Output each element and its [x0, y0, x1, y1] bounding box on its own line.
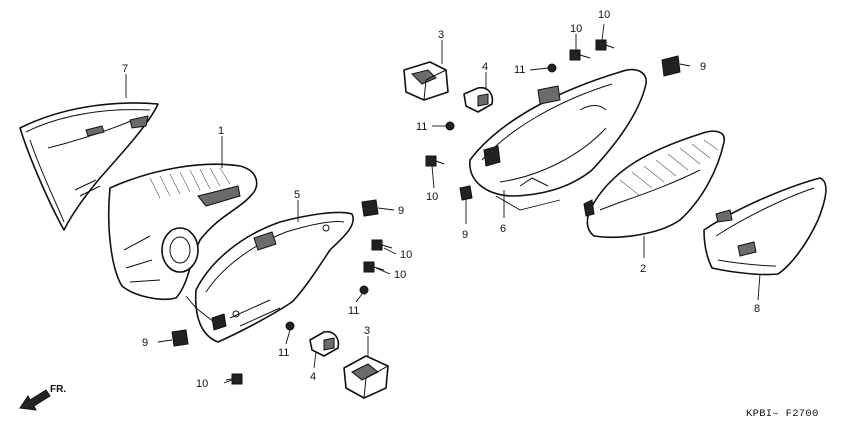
callout-7: 7 [122, 63, 128, 75]
part-10-bolt-a[interactable] [569, 49, 591, 61]
part-9-clip-b[interactable] [361, 199, 379, 217]
part-11-screw-c[interactable] [359, 285, 369, 295]
callout-11-b: 11 [416, 121, 427, 133]
part-9-clip-a[interactable] [661, 55, 681, 77]
callout-6: 6 [500, 223, 506, 235]
callout-10-b: 10 [598, 9, 610, 21]
part-8-right-outer-cover[interactable] [703, 177, 827, 276]
callout-10-f: 10 [196, 378, 208, 390]
part-10-bolt-c[interactable] [425, 155, 445, 167]
part-4-bulb-upper[interactable] [463, 86, 494, 113]
part-7-left-outer-cover[interactable] [19, 102, 159, 231]
part-6-right-inner-bracket[interactable] [469, 68, 647, 197]
front-direction-label: FR. [50, 384, 66, 395]
callout-8: 8 [754, 303, 760, 315]
callout-1: 1 [218, 125, 224, 137]
callout-9-b: 9 [398, 205, 404, 217]
callout-3-upper: 3 [438, 29, 444, 41]
part-4-bulb-lower[interactable] [309, 330, 340, 357]
part-2-right-lens[interactable] [583, 130, 725, 239]
callout-10-d: 10 [400, 249, 412, 261]
callout-3-lower: 3 [364, 325, 370, 337]
callout-10-e: 10 [394, 269, 406, 281]
callout-10-a: 10 [570, 23, 582, 35]
callout-2: 2 [640, 263, 646, 275]
part-10-bolt-e[interactable] [363, 261, 385, 273]
part-1-left-lens-housing[interactable] [107, 163, 258, 301]
callout-labels: 1 2 3 3 4 4 5 6 7 8 9 9 9 9 10 10 10 10 … [122, 9, 760, 390]
part-5-left-inner-bracket[interactable] [194, 211, 354, 343]
part-11-screw-b[interactable] [445, 121, 455, 131]
part-9-clip-d[interactable] [171, 329, 189, 347]
callout-4-upper: 4 [482, 61, 488, 73]
part-3-socket-upper[interactable] [403, 61, 449, 101]
part-10-bolt-d[interactable] [371, 239, 393, 251]
part-3-socket-lower[interactable] [343, 355, 389, 399]
diagram-code: KPBI– F2700 [746, 408, 819, 420]
callout-11-d: 11 [278, 347, 289, 359]
callout-9-d: 9 [142, 337, 148, 349]
front-arrow-icon [19, 389, 51, 411]
part-11-screw-d[interactable] [285, 321, 295, 331]
part-10-bolt-b[interactable] [595, 39, 615, 51]
callout-10-c: 10 [426, 191, 438, 203]
callout-11-c: 11 [348, 305, 359, 317]
part-9-clip-c[interactable] [459, 185, 473, 201]
part-11-screw-a[interactable] [547, 63, 557, 73]
front-direction-indicator: FR. [19, 384, 66, 411]
callout-5: 5 [294, 189, 300, 201]
callout-9-c: 9 [462, 229, 468, 241]
leader-lines [125, 23, 761, 384]
part-10-bolt-f[interactable] [225, 373, 243, 385]
callout-9-a: 9 [700, 61, 706, 73]
callout-4-lower: 4 [310, 371, 316, 383]
callout-11-a: 11 [514, 64, 525, 76]
